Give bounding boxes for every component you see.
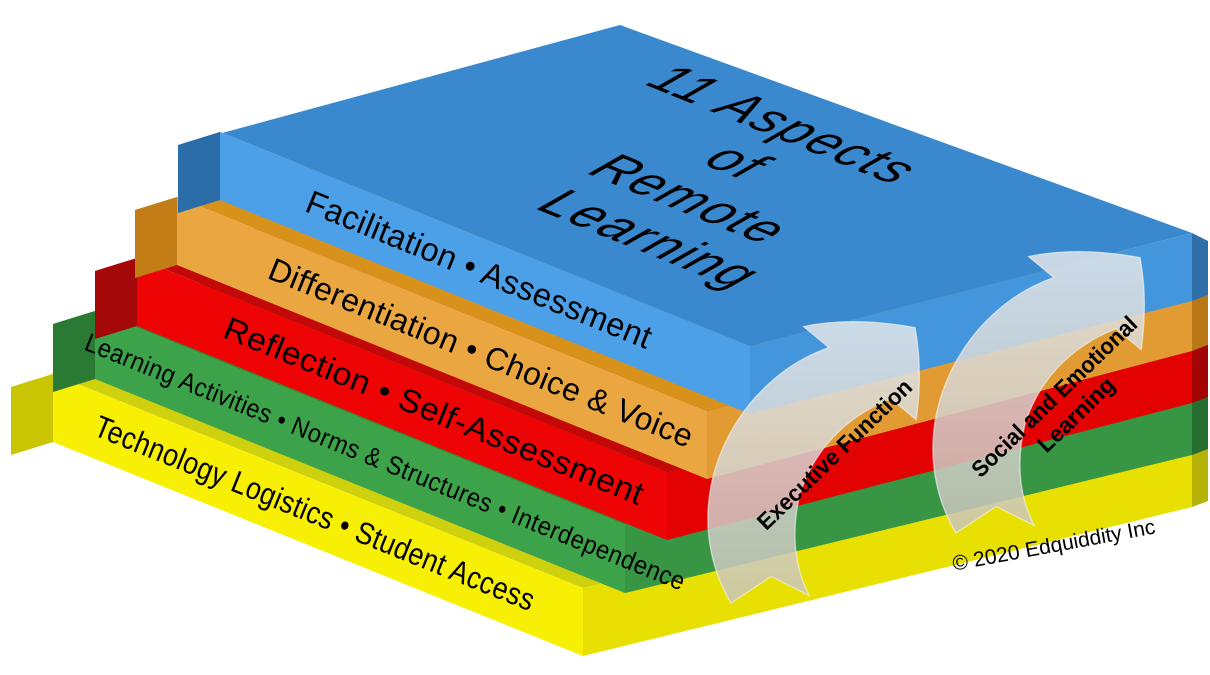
technology-right-face (583, 439, 1192, 656)
differentiation-front-face (177, 197, 707, 479)
reflection-edge-face (1192, 335, 1208, 403)
facilitation-top-face (178, 25, 1192, 346)
layer-facilitation: Facilitation • Assessment (178, 25, 1208, 414)
learning-activities-front-face (95, 311, 625, 593)
technology-edge-face (1192, 439, 1208, 507)
reflection-front-face (137, 258, 667, 540)
technology-left-face (11, 374, 53, 455)
facilitation-front-face (220, 132, 750, 414)
differentiation-edge-face (1192, 283, 1208, 351)
facilitation-left-face (178, 132, 220, 213)
learning-activities-left-face (53, 311, 95, 392)
reflection-left-face (95, 258, 137, 339)
facilitation-edge-face (1192, 233, 1208, 301)
technology-front-face (53, 374, 583, 656)
differentiation-left-face (135, 197, 177, 278)
social-emotional-arrow (932, 250, 1146, 534)
learning-activities-edge-face (1192, 387, 1208, 455)
executive-function-arrow (707, 320, 921, 604)
